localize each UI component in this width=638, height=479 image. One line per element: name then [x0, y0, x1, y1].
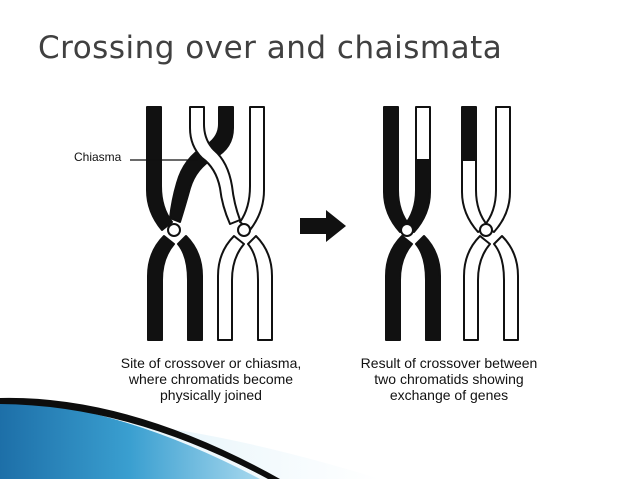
caption-right: Result of crossover between two chromati…	[334, 355, 564, 403]
caption-left-line-3: physically joined	[160, 387, 262, 403]
left-centromere-light	[237, 223, 251, 237]
slide-title: Crossing over and chaismata	[38, 30, 503, 66]
arrow-right-icon	[300, 210, 346, 242]
swoosh-blue-band	[0, 400, 260, 479]
chiasma-label: Chiasma	[74, 150, 122, 164]
right-dark-chromosome	[383, 106, 441, 341]
caption-right-line-2: two chromatids showing	[374, 371, 524, 387]
caption-right-line-3: exchange of genes	[389, 387, 509, 403]
right-light-chromosome	[461, 106, 519, 341]
caption-right-line-1: Result of crossover between	[360, 355, 538, 371]
caption-left-line-1: Site of crossover or chiasma,	[120, 355, 302, 371]
caption-left-line-2: where chromatids become	[128, 371, 294, 387]
left-dark-chromosome	[146, 106, 234, 341]
right-centromere-dark	[400, 223, 414, 237]
left-centromere-dark	[167, 223, 181, 237]
caption-left: Site of crossover or chiasma, where chro…	[96, 355, 326, 403]
right-centromere-light	[479, 223, 493, 237]
